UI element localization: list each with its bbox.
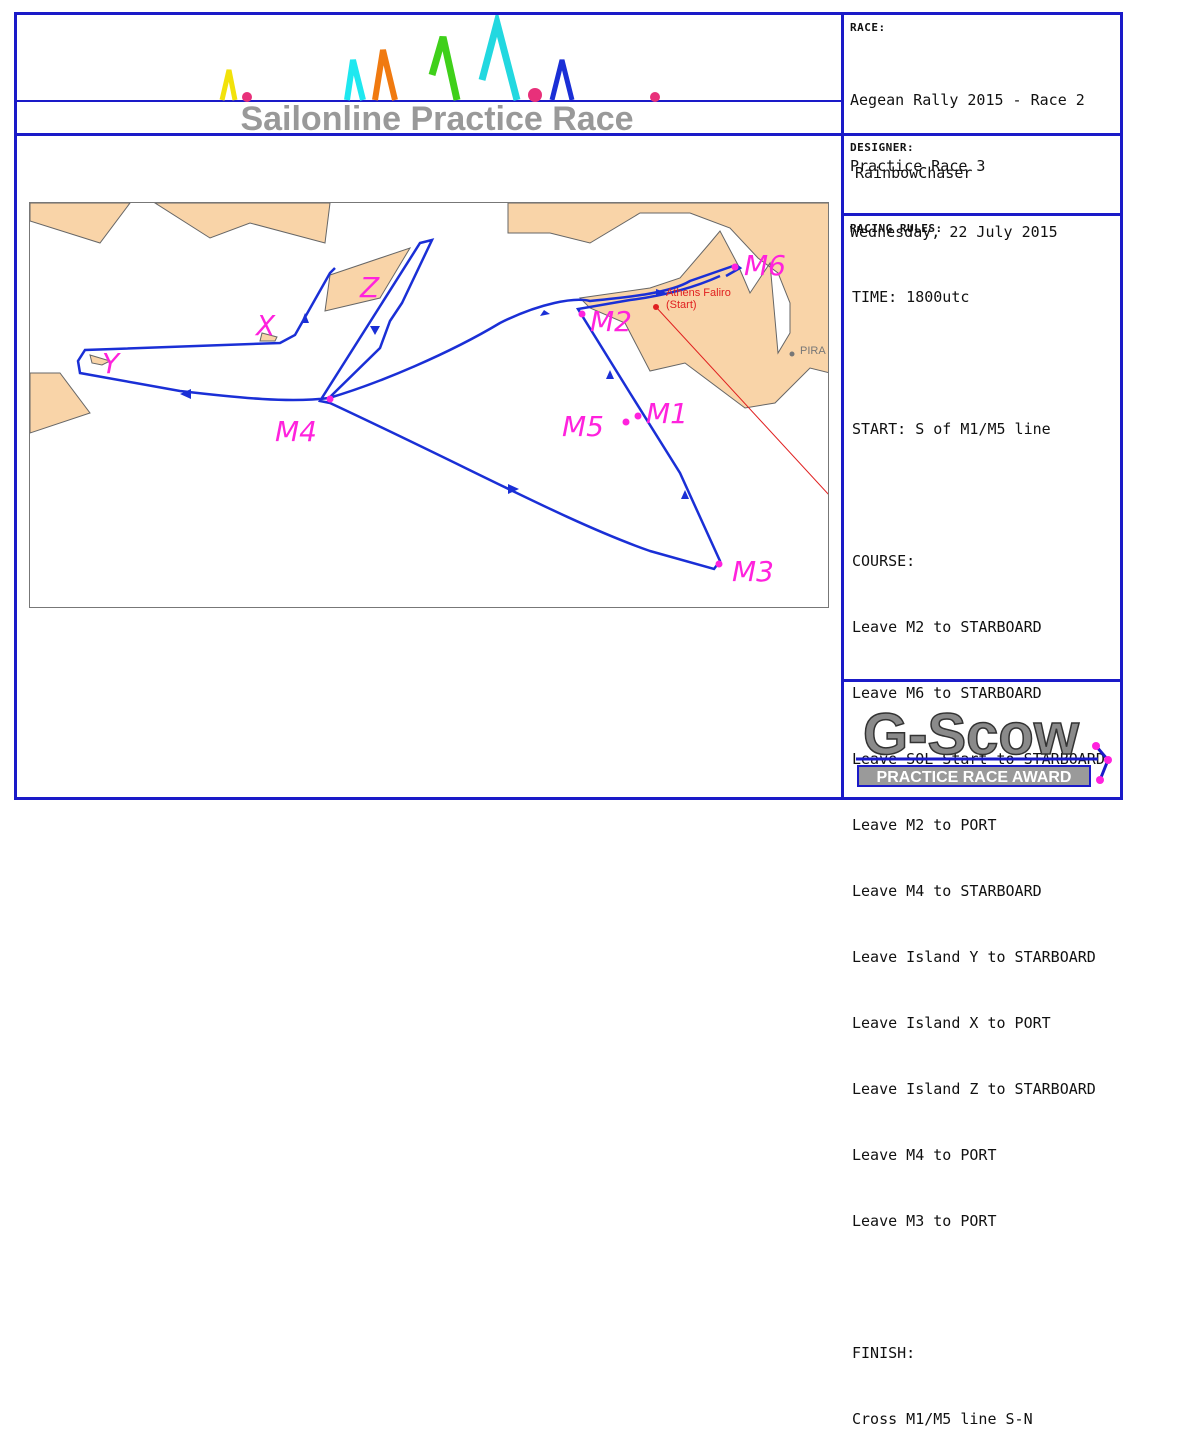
sail-cyan-icon [344,59,366,101]
start-line [655,306,828,495]
header-logo: Sailonline Practice Race [17,15,841,133]
land-north [154,203,331,244]
pira-label: PIRA [800,345,826,357]
island-y-shape [89,354,112,366]
rules-course-item: Leave M4 to STARBOARD [852,882,1042,900]
sail-green-icon [428,36,461,101]
race-info: Aegean Rally 2015 - Race 2 Practice Race… [850,45,1085,265]
mark-dot-m2 [578,310,586,318]
sail-teal-icon [478,15,521,101]
race-practice: Practice Race 3 [850,157,986,175]
rules-divider [841,679,1123,682]
rules-finish-label: FINISH: [852,1344,916,1362]
island-label-y: Y [102,347,121,380]
mark-label-m5: M5 [562,410,604,443]
rules-course-item: Leave M3 to PORT [852,1212,997,1230]
rules-course-item: Leave Island Z to STARBOARD [852,1080,1096,1098]
panel-divider [841,12,844,800]
race-divider [841,133,1123,136]
mark-label-m1: M1 [646,397,688,430]
mark-dot-m5 [622,418,630,426]
land-w [30,372,91,434]
rules-course-item: Leave Island X to PORT [852,1014,1051,1032]
start-dot [653,304,659,310]
mark-dot-m4 [326,395,334,403]
island-label-z: Z [359,271,380,304]
arrow-icon [180,389,191,399]
mark-label-m4: M4 [275,415,317,448]
arrow-icon [606,370,614,379]
rules-list: TIME: 1800utc START: S of M1/M5 line COU… [852,242,1105,1452]
mark-label-m6: M6 [744,249,786,282]
race-label: RACE: [850,21,886,34]
arrow-icon [301,313,309,323]
mark-label-m2: M2 [590,305,632,338]
rules-course-label: COURSE: [852,552,916,570]
rules-course-item: Leave M4 to PORT [852,1146,997,1164]
designer-name: RainbowChaser [855,164,973,182]
rules-label: RACING RULES: [850,222,943,235]
course-route [76,238,743,571]
sail-blue-icon [549,59,575,101]
rules-course-item: Leave M2 to PORT [852,816,997,834]
mark-dot-m1 [634,412,642,420]
sail-orange-icon [372,49,398,101]
arrow-icon [370,326,380,335]
arrow-icon [540,310,550,316]
arrow-icon [508,484,519,494]
land-e [507,203,828,409]
rules-start: START: S of M1/M5 line [852,420,1051,438]
island-z-shape [324,247,412,312]
course-map[interactable]: Athens Faliro (Start) PIRA M1 M2 M3 M4 M… [29,202,829,608]
award-logo: G-Scow PRACTICE RACE AWARD [856,701,1112,787]
arrow-icon [656,289,667,297]
rules-course-item: Leave M6 to STARBOARD [852,684,1042,702]
header-title: Sailonline Practice Race [240,100,633,133]
start-label: Athens Faliro [666,287,731,299]
race-date: Wednesday, 22 July 2015 [850,223,1058,241]
mark-label-m3: M3 [732,555,774,588]
award-title: G-Scow [863,702,1080,767]
header-divider [14,133,844,136]
map-canvas: Athens Faliro (Start) PIRA M1 M2 M3 M4 M… [30,203,828,588]
arrow-icon [681,490,689,499]
rules-finish: Cross M1/M5 line S-N [852,1410,1033,1428]
sail-yellow-icon [219,69,238,101]
pira-dot [789,351,795,357]
race-name: Aegean Rally 2015 - Race 2 [850,91,1085,109]
page-frame [14,12,1123,800]
award-subtitle: PRACTICE RACE AWARD [877,769,1072,786]
mark-dot-m6 [731,263,739,271]
mark-dot-m3 [715,560,723,568]
designer-divider [841,213,1123,216]
start-sub-label: (Start) [666,299,697,311]
rules-course-item: Leave Island Y to STARBOARD [852,948,1096,966]
island-label-x: X [254,309,276,342]
rules-course-item: Leave M2 to STARBOARD [852,618,1042,636]
island-x-shape [259,332,278,342]
rules-time: TIME: 1800utc [852,288,970,306]
designer-label: DESIGNER: [850,141,915,154]
land-nw [30,203,131,244]
